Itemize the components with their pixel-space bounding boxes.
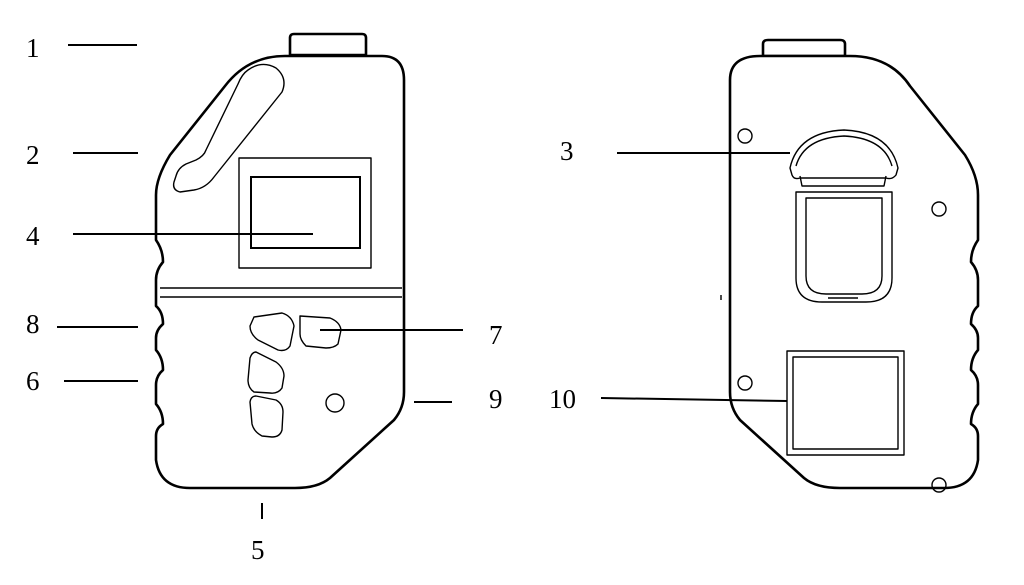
leader-lines bbox=[57, 44, 790, 519]
label-2: 2 bbox=[26, 140, 40, 170]
back-body-outline bbox=[728, 54, 980, 490]
back-view bbox=[720, 38, 980, 493]
back-clip-frame-inner bbox=[805, 197, 883, 295]
back-clip-hinge bbox=[799, 175, 887, 187]
back-screw-top-right bbox=[931, 201, 947, 217]
back-clip-frame-outer bbox=[795, 191, 893, 303]
back-top-cap bbox=[761, 38, 847, 58]
back-screw-bottom-left bbox=[737, 375, 753, 391]
front-view bbox=[154, 32, 406, 490]
back-clip-cover-inner bbox=[795, 135, 893, 167]
front-clip-slot bbox=[172, 63, 285, 193]
label-6: 6 bbox=[26, 366, 40, 396]
display-window-outer bbox=[238, 157, 372, 269]
back-label-plate-inner bbox=[792, 356, 899, 450]
label-5: 5 bbox=[251, 535, 265, 565]
back-screw-top-left bbox=[737, 128, 753, 144]
label-3: 3 bbox=[560, 136, 574, 166]
button-upper-left bbox=[249, 312, 295, 352]
label-7: 7 bbox=[489, 320, 503, 350]
front-sensor-port bbox=[325, 393, 345, 413]
display-screen bbox=[250, 176, 361, 249]
label-1: 1 bbox=[26, 33, 40, 63]
label-10: 10 bbox=[549, 384, 576, 414]
label-8: 8 bbox=[26, 309, 40, 339]
number-labels: 1 2 4 8 6 7 9 5 3 10 bbox=[26, 33, 576, 565]
back-clip-cover bbox=[789, 129, 899, 180]
button-bottom bbox=[249, 395, 284, 438]
back-screw-bottom-right bbox=[931, 477, 947, 493]
back-label-plate-outer bbox=[786, 350, 905, 456]
button-middle bbox=[247, 351, 285, 394]
label-4: 4 bbox=[26, 221, 40, 251]
label-9: 9 bbox=[489, 384, 503, 414]
front-top-cap bbox=[288, 32, 368, 57]
leader-10 bbox=[600, 397, 788, 402]
button-right bbox=[299, 315, 342, 349]
front-body-outline bbox=[154, 54, 406, 490]
